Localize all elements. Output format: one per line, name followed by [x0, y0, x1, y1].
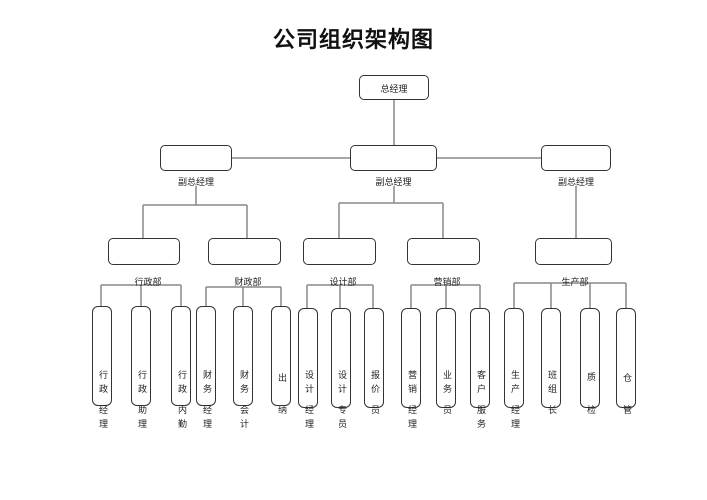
staff-label-top: 生产 — [509, 370, 519, 398]
department-label-design: 设计部 — [329, 278, 357, 288]
staff-box — [171, 306, 191, 406]
vp-box-3 — [541, 145, 611, 171]
department-label-admin: 行政部 — [134, 278, 162, 288]
ceo-label: 总经理 — [380, 85, 408, 95]
staff-label-top: 业务 — [441, 370, 451, 398]
staff-label-top: 客户 — [475, 370, 485, 398]
staff-label-bottom: 经理 — [406, 405, 416, 433]
staff-box — [616, 308, 636, 408]
staff-label-bottom: 长 — [546, 405, 556, 419]
vp-label-1: 副总经理 — [177, 178, 214, 188]
ceo-box — [359, 75, 429, 100]
staff-label-bottom: 专员 — [336, 405, 346, 433]
staff-box — [131, 306, 151, 406]
staff-box — [470, 308, 490, 408]
staff-box — [331, 308, 351, 408]
staff-label-bottom: 会计 — [238, 405, 248, 433]
staff-label-bottom: 内勤 — [176, 405, 186, 433]
staff-box — [504, 308, 524, 408]
staff-box — [233, 306, 253, 406]
staff-label-bottom: 经理 — [303, 405, 313, 433]
department-box-design — [303, 238, 376, 265]
staff-label-bottom: 经理 — [509, 405, 519, 433]
staff-label-top: 财务 — [238, 370, 248, 398]
staff-box — [436, 308, 456, 408]
vp-label-2: 副总经理 — [375, 178, 412, 188]
staff-box — [401, 308, 421, 408]
staff-box — [196, 306, 216, 406]
staff-label-top: 设计 — [303, 370, 313, 398]
staff-box — [271, 306, 291, 406]
vp-box-1 — [160, 145, 232, 171]
department-label-finance: 财政部 — [234, 278, 262, 288]
staff-label-top: 行政 — [97, 370, 107, 398]
staff-box — [580, 308, 600, 408]
staff-label-top: 出 — [276, 373, 286, 387]
staff-label-top: 质 — [585, 372, 595, 386]
staff-label-bottom: 经理 — [201, 405, 211, 433]
department-box-finance — [208, 238, 281, 265]
staff-label-top: 班组 — [546, 370, 556, 398]
staff-label-top: 行政 — [176, 370, 186, 398]
staff-label-bottom: 管 — [621, 405, 631, 419]
staff-label-bottom: 经理 — [97, 405, 107, 433]
staff-label-bottom: 员 — [369, 405, 379, 419]
staff-box — [541, 308, 561, 408]
staff-box — [298, 308, 318, 408]
department-box-admin — [108, 238, 180, 265]
staff-label-top: 报价 — [369, 370, 379, 398]
department-label-production: 生产部 — [561, 278, 589, 288]
vp-label-3: 副总经理 — [557, 178, 594, 188]
staff-label-bottom: 纳 — [276, 405, 286, 419]
department-box-production — [535, 238, 612, 265]
department-box-marketing — [407, 238, 480, 265]
vp-box-2 — [350, 145, 437, 171]
chart-title: 公司组织架构图 — [272, 28, 434, 53]
staff-label-bottom: 检 — [585, 405, 595, 419]
department-label-marketing: 营销部 — [433, 278, 461, 288]
staff-label-top: 财务 — [201, 370, 211, 398]
staff-label-bottom: 员 — [441, 405, 451, 419]
staff-label-bottom: 助理 — [136, 405, 146, 433]
staff-label-bottom: 服务 — [475, 405, 485, 433]
staff-label-top: 行政 — [136, 370, 146, 398]
staff-label-top: 仓 — [621, 373, 631, 387]
staff-label-top: 营销 — [406, 370, 416, 398]
staff-label-top: 设计 — [336, 370, 346, 398]
staff-box — [364, 308, 384, 408]
staff-box — [92, 306, 112, 406]
